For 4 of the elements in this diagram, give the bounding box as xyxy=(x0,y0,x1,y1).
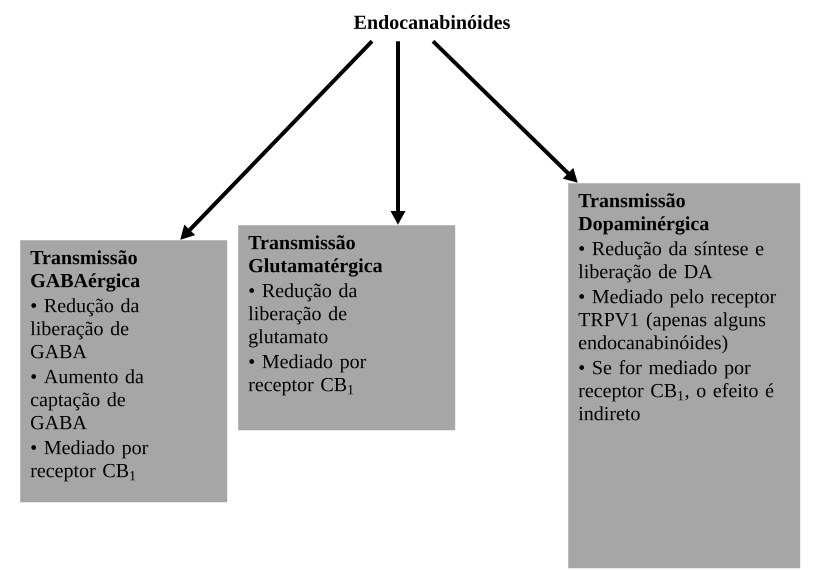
process-box: Transmissão Glutamatérgica • Redução da liberação de glutamato • Mediado por receptor CB$_{1}$ xyxy=(238,225,456,430)
process-box: Transmissão GABAérgica • Redução da liberação de GABA • Aumento da captação de GABA • Mediado por receptor CB$_{1}$ xyxy=(20,240,228,502)
heading-text: Endocanabinóides xyxy=(354,14,510,30)
process-box: Transmissão Dopaminérgica • Redução da síntese e liberação de DA • Mediado pelo receptor TRPV1 (apenas alguns endocanabinóides) • Se for mediado por receptor CB$_{1}$, o efeito é indireto xyxy=(568,183,800,568)
